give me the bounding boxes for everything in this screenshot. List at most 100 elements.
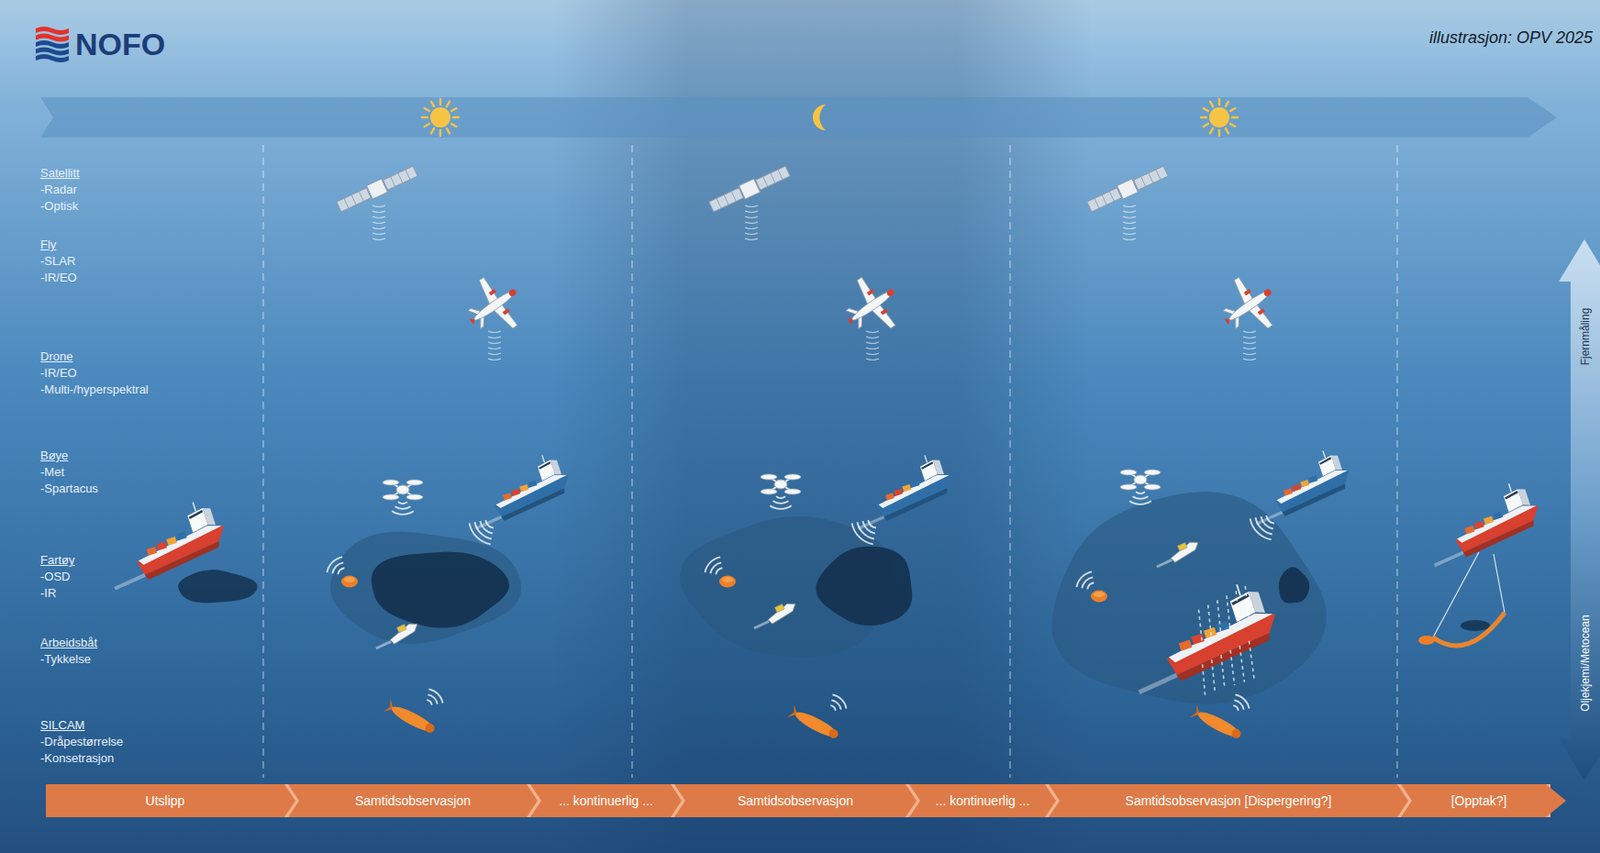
satellite-icon-part: [1086, 164, 1169, 213]
satellite-icon-part: [372, 227, 386, 230]
signal-waves-part: [704, 556, 722, 574]
satellite-icon-part-part: [405, 169, 411, 180]
phase-label: Samtidsobservasjon: [355, 792, 471, 810]
timeline-arrow: [40, 97, 1557, 138]
workboat-icon-part: [754, 621, 769, 629]
dispersant-vessel-icon-part: [1211, 598, 1228, 632]
satellite-icon-part-part: [390, 177, 396, 188]
sun-icon-part: [1225, 128, 1229, 134]
signal-waves-part: [1134, 491, 1145, 495]
sensor-platform: Arbeidsbåt: [40, 634, 98, 651]
aircraft-icon-part: [866, 336, 879, 339]
dispersant-vessel-icon-part: [1162, 607, 1285, 677]
sun-icon-part: [451, 108, 456, 112]
signal-waves-part: [1233, 704, 1240, 712]
signal-waves-part: [336, 566, 345, 575]
sun-icon: [422, 99, 459, 136]
vessel-icon-part: [511, 488, 521, 497]
signal-waves-part: [1234, 694, 1250, 710]
dispersant-vessel-icon-part: [1205, 659, 1223, 692]
drone-icon-part: [774, 479, 788, 489]
vessel-icon-part: [1255, 511, 1284, 524]
dispersant-vessel-icon: [1116, 576, 1292, 714]
sun-icon-part: [430, 107, 451, 128]
logo-symbol-part: [35, 54, 69, 63]
signal-waves: [830, 694, 847, 712]
vessel-icon-part: [188, 511, 203, 519]
buoy-icon: [341, 576, 358, 589]
signal-waves-part: [862, 521, 877, 535]
vessel-icon-part: [1291, 484, 1301, 492]
sun-icon-part: [439, 99, 442, 105]
oil-boom-part: [1460, 620, 1490, 632]
vessel-icon-part: [550, 457, 562, 477]
satellite-icon-part-part: [351, 194, 356, 205]
vessel-icon-part: [1331, 453, 1343, 472]
vessel-icon-part: [875, 471, 953, 510]
sun-icon-part: [424, 123, 430, 127]
vessel-icon: [843, 449, 958, 531]
sun-icon-part: [422, 116, 428, 119]
aircraft-icon-part: [488, 331, 501, 334]
drone-icon-part: [760, 474, 778, 480]
aircraft-icon-part-part: [846, 316, 855, 325]
aircraft-icon: [454, 266, 533, 361]
aircraft-icon-part-part: [849, 288, 895, 323]
aircraft-icon-part-part: [1262, 288, 1273, 298]
sensor-platform: Satellitt: [40, 165, 80, 181]
vessel-icon-part: [528, 479, 538, 488]
drone-icon-part: [1144, 484, 1161, 490]
aircraft-icon-part-part: [488, 288, 497, 296]
oil-slick: [1278, 566, 1310, 603]
vessel-icon-part: [502, 492, 512, 500]
signal-waves-part: [832, 694, 847, 710]
drone-icon-part: [760, 488, 778, 495]
workboat-icon-part: [1156, 559, 1172, 567]
signal-waves: [704, 556, 723, 576]
satellite-icon-part: [372, 216, 386, 219]
sensor-type: -IR/EO: [40, 269, 78, 286]
vessel-icon-part: [142, 541, 224, 580]
sensor-platform: Fly: [40, 236, 56, 253]
workboat-icon-part: [774, 604, 785, 613]
dispersant-vessel-icon-part: [1195, 664, 1212, 695]
aircraft-icon-part-part: [866, 288, 875, 296]
vessel-icon-part: [134, 522, 226, 567]
sun-icon-part: [451, 123, 456, 127]
recovery-vessel-icon: [1417, 477, 1546, 567]
dispersant-vessel-icon-part: [1238, 584, 1256, 618]
aircraft-icon-part: [488, 347, 501, 350]
drone-icon-part: [1120, 484, 1137, 490]
recovery-vessel-icon-part: [1504, 491, 1519, 499]
satellite-icon-part-part: [1087, 188, 1123, 212]
logo-symbol-part: [35, 40, 69, 49]
column-divider: [631, 144, 633, 778]
phase-label: Samtidsobservasjon [Dispergering?]: [1125, 792, 1333, 810]
aircraft-icon-part: [488, 342, 501, 345]
satellite-icon-part-part: [1094, 198, 1100, 209]
satellite-icon-part: [1122, 233, 1136, 235]
vessel-icon-part: [492, 471, 570, 510]
signal-waves-part: [775, 496, 786, 500]
vessel-icon-part: [1273, 466, 1351, 505]
satellite-icon-part: [1122, 205, 1136, 208]
sun-icon-part: [1218, 99, 1221, 105]
sun-icon-part: [1232, 116, 1238, 119]
vessel-icon-part: [1309, 475, 1319, 483]
aircraft-icon-part-part: [502, 308, 511, 315]
sun-icon-part: [1218, 130, 1221, 136]
signal-waves: [1129, 491, 1153, 506]
satellite-icon-part-part: [1155, 169, 1161, 180]
signal-waves-part: [1076, 571, 1093, 589]
silcam-auv-icon-part: [1230, 727, 1244, 741]
axis-label: Oljekjemi/Metocean: [1578, 614, 1592, 712]
vessel-icon-part: [166, 536, 178, 546]
vessel-icon-part: [176, 532, 188, 542]
vessel-icon: [460, 449, 576, 531]
sun-icon-part: [1225, 101, 1229, 107]
phase-bar-ground: [45, 784, 1551, 818]
signal-waves-part: [1129, 500, 1153, 506]
signal-waves-part: [479, 521, 494, 535]
sun-icon-part: [453, 116, 459, 119]
satellite-icon-part-part: [1101, 194, 1107, 205]
